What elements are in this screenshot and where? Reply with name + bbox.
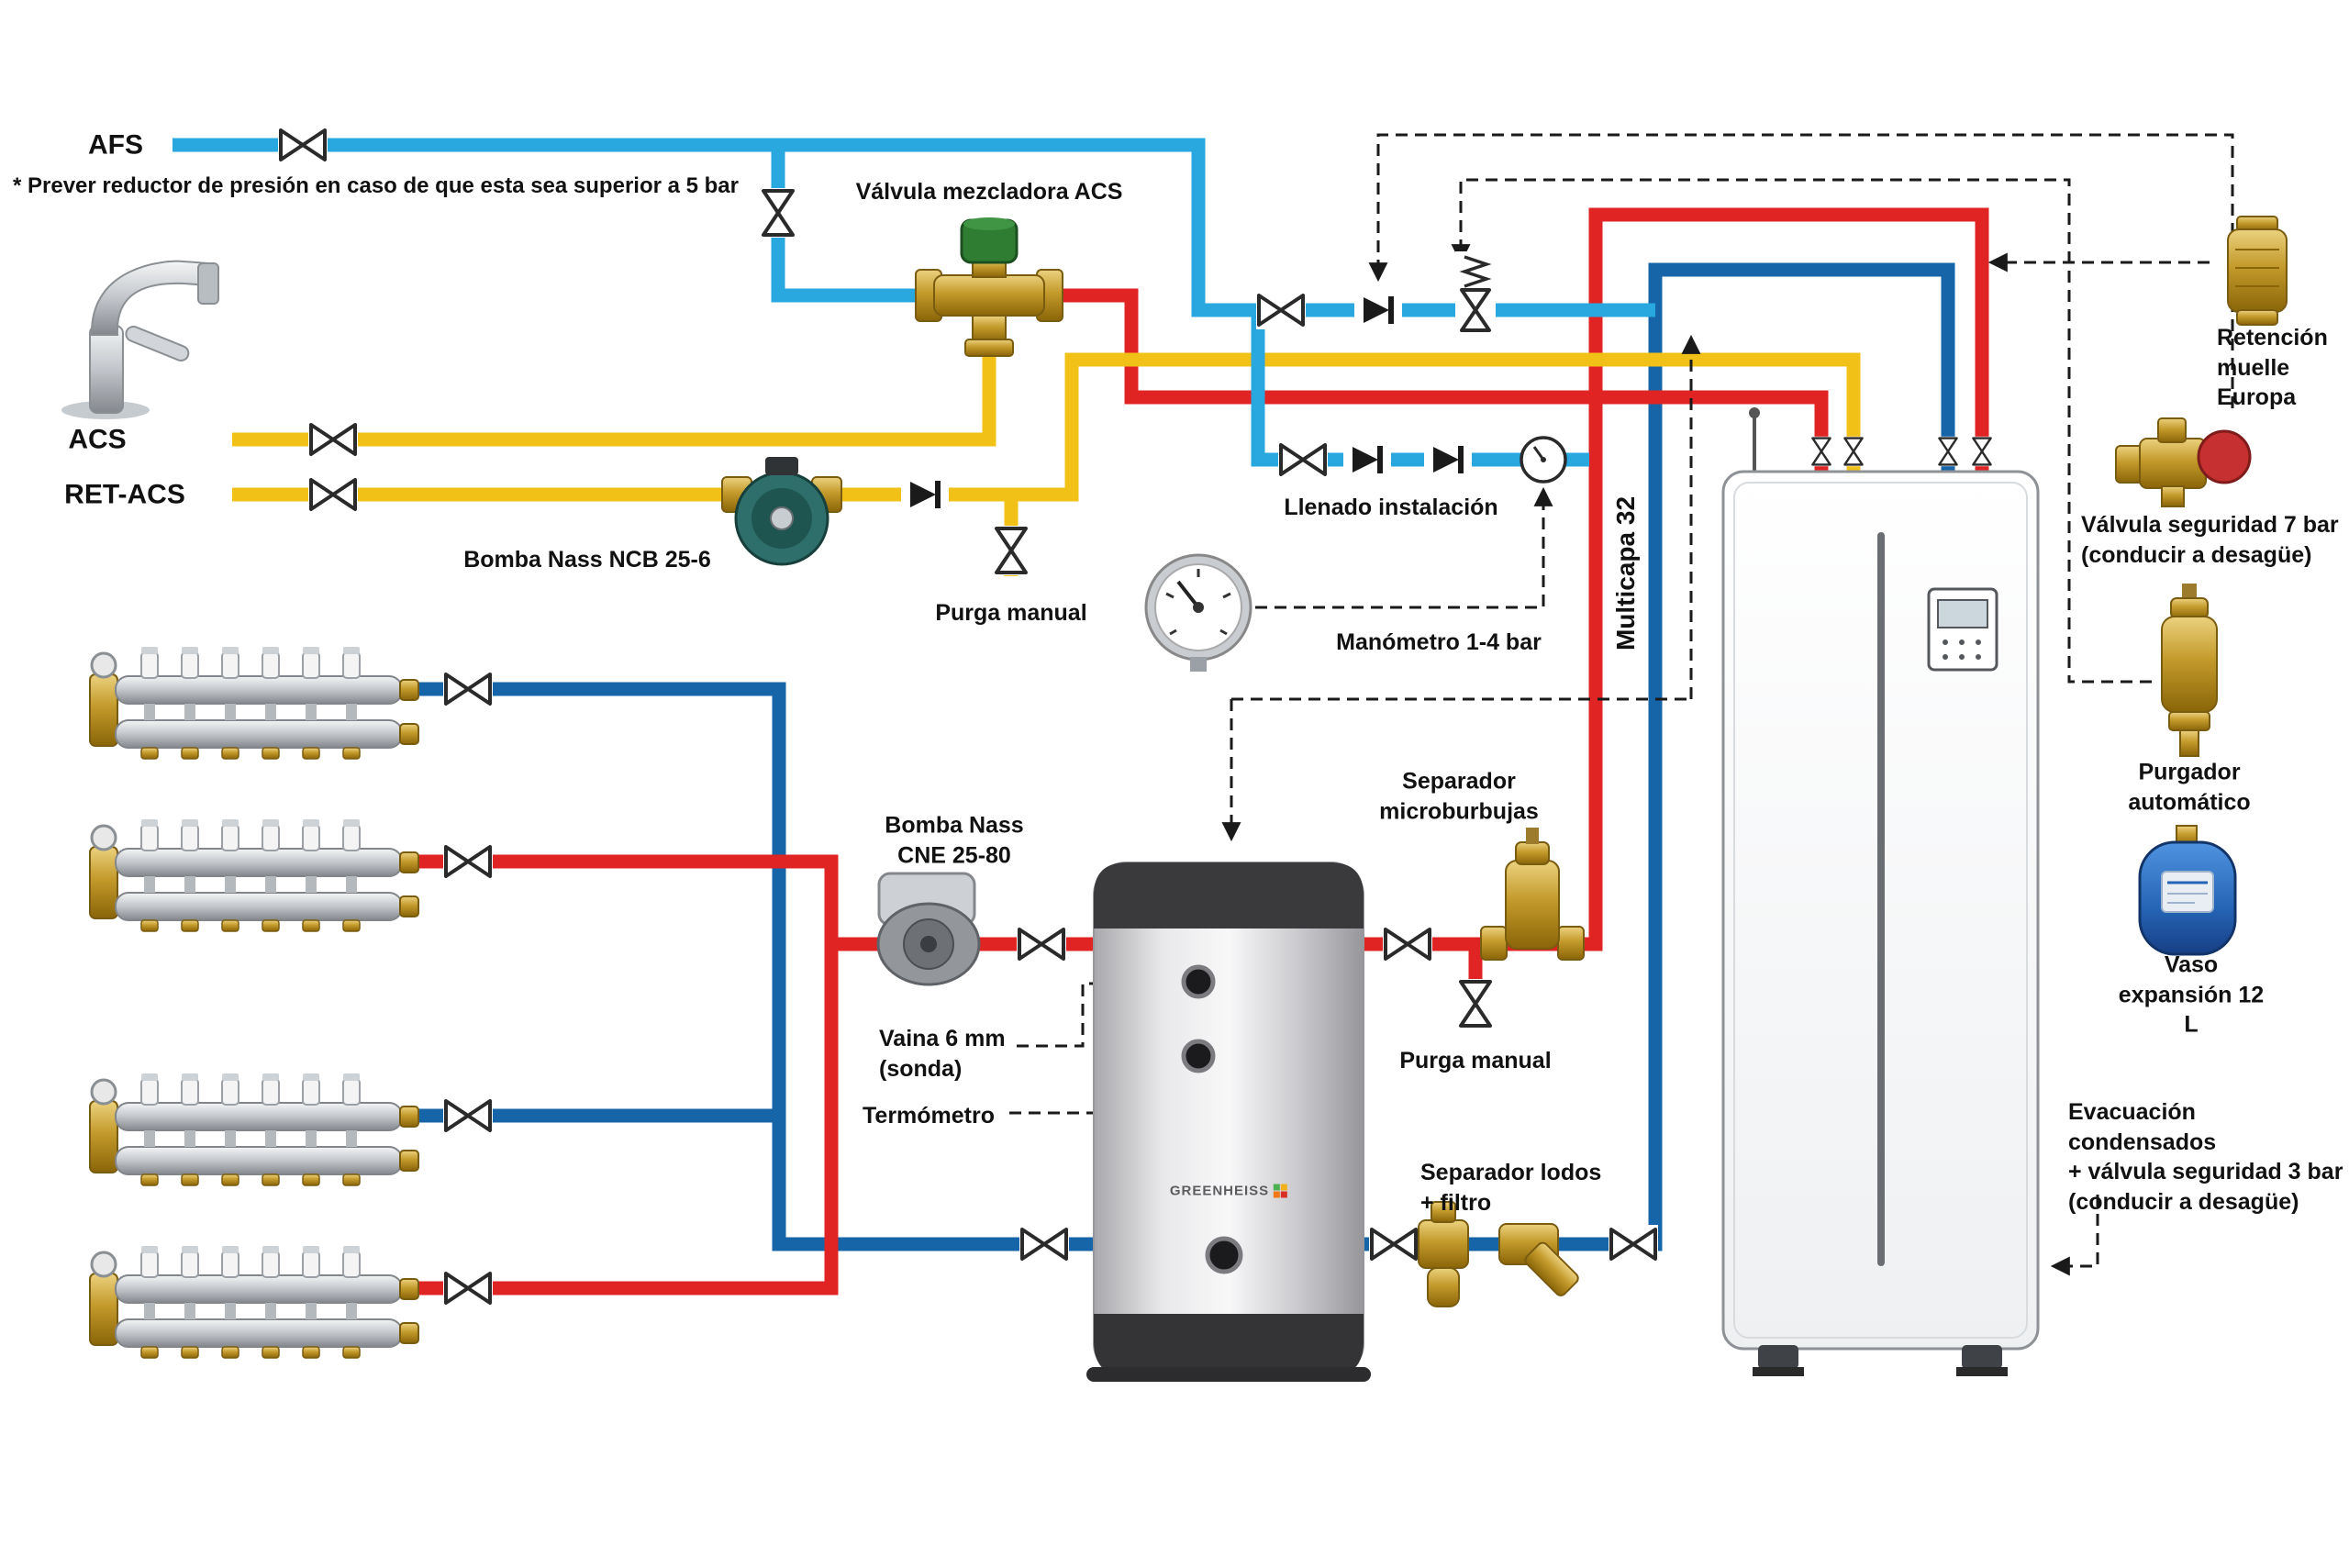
hp-front-groove xyxy=(1877,532,1885,1266)
valve-purge-top xyxy=(990,524,1032,577)
floor-manifold-2 xyxy=(88,817,420,933)
label-sludge-separator: Separador lodos + filtro xyxy=(1420,1160,1602,1216)
dash-gauge-to-symbol xyxy=(1255,486,1553,609)
valve-manifold2 xyxy=(441,840,495,883)
pipe-acs xyxy=(232,336,996,447)
valve-hp-port1 xyxy=(1809,435,1834,468)
label-microbubble-separator: Separador microburbujas xyxy=(1379,768,1539,825)
valve-afs xyxy=(276,124,329,166)
check-valve-filling-top xyxy=(1354,291,1402,329)
valve-ret-acs xyxy=(306,473,360,516)
sludge-separator-filter xyxy=(1418,1201,1579,1307)
label-condensate: Evacuación condensados + válvula segurid… xyxy=(2068,1099,2343,1215)
tank-sensor-port-upper xyxy=(1181,964,1216,999)
spring-check-valve-image xyxy=(2227,216,2288,326)
label-pump-ncb: Bomba Nass NCB 25-6 xyxy=(463,546,711,573)
label-filling: Llenado instalación xyxy=(1284,494,1498,520)
valve-tank-separator xyxy=(1381,923,1434,965)
dash-vaina-to-port xyxy=(1017,973,1174,1048)
valve-manifold3 xyxy=(441,1095,495,1137)
pipe-filling-lower xyxy=(1251,310,1589,467)
valve-tank-bottom-right xyxy=(1367,1223,1420,1265)
valve-symbols xyxy=(276,124,1995,1309)
valve-return-line xyxy=(1607,1223,1660,1265)
mixing-valve xyxy=(915,217,1063,357)
label-purge-mid: Purga manual xyxy=(1399,1047,1552,1073)
equipment xyxy=(61,216,2288,1382)
pipe-hot-mixing-to-heatpump xyxy=(1055,288,1829,477)
label-ret-acs: RET-ACS xyxy=(64,479,185,510)
label-afs: AFS xyxy=(88,129,143,161)
valve-pump-tank xyxy=(1015,923,1068,965)
valve-hp-port3 xyxy=(1935,435,1961,468)
buffer-tank xyxy=(1086,862,1371,1382)
label-purge-top: Purga manual xyxy=(935,599,1087,626)
label-spring-check: Retención muelle Europa xyxy=(2217,325,2328,410)
label-air-vent: Purgador automático xyxy=(2128,759,2251,816)
heat-pump-unit xyxy=(1721,407,2040,1376)
valve-filling-lower xyxy=(1276,439,1330,481)
tank-brand-text: GREENHEISS xyxy=(1169,1183,1270,1199)
pipe-afs-main xyxy=(173,138,1655,317)
label-thermometer: Termómetro xyxy=(863,1103,996,1129)
microbubble-separator xyxy=(1480,828,1585,961)
valve-filling-top xyxy=(1254,289,1308,331)
label-sensor-pocket: Vaina 6 mm (sonda) xyxy=(879,1026,1006,1082)
tank-sensor-port-lower xyxy=(1181,1039,1216,1073)
valve-purge-mid xyxy=(1454,977,1497,1030)
valve-manifold1 xyxy=(441,668,495,710)
hp-display-screen xyxy=(1937,599,1988,628)
tank-brand-logo: GREENHEISS xyxy=(1169,1183,1288,1199)
pump-ncb xyxy=(721,457,842,566)
pipe-afs-to-mixing xyxy=(771,145,922,303)
valve-acs xyxy=(306,418,360,461)
check-valve-ret-acs xyxy=(901,475,949,514)
valve-manifold4 xyxy=(441,1267,495,1309)
expansion-vessel xyxy=(2138,825,2237,956)
hp-foot-left xyxy=(1758,1345,1798,1369)
hp-control-panel xyxy=(1927,587,1998,672)
floor-manifold-3 xyxy=(88,1072,420,1187)
label-acs: ACS xyxy=(68,424,127,455)
label-pump-cne: Bomba Nass CNE 25-80 xyxy=(885,812,1024,869)
label-safety-7bar: Válvula seguridad 7 bar (conducir a desa… xyxy=(2081,512,2339,568)
label-mixing-valve: Válvula mezcladora ACS xyxy=(855,178,1123,205)
check-valve-filling-lower2 xyxy=(1424,440,1472,479)
hp-foot-right xyxy=(1962,1345,2002,1369)
gauge-symbol xyxy=(1520,436,1567,484)
tank-brand-mark-icon xyxy=(1274,1184,1288,1198)
auto-air-vent xyxy=(2161,584,2218,757)
tank-drain-port xyxy=(1205,1236,1243,1274)
pump-cne xyxy=(876,872,981,986)
valve-hp-port4 xyxy=(1969,435,1995,468)
safety-valve-7bar xyxy=(2115,417,2252,507)
check-valve-filling-lower1 xyxy=(1343,440,1391,479)
pressure-gauge-image xyxy=(1144,553,1252,672)
dash-condensate-drain xyxy=(2050,1195,2099,1276)
pipe-hot-manifolds-2-4 xyxy=(417,854,839,1296)
label-pressure-note: * Prever reductor de presión en caso de … xyxy=(13,173,739,198)
valve-tank-bottom-left xyxy=(1018,1223,1071,1265)
pipe-ret-acs xyxy=(232,352,1861,502)
label-multicapa: Multicapa 32 xyxy=(1610,495,1640,651)
valve-hp-port2 xyxy=(1841,435,1866,468)
label-expansion-vessel: Vaso expansión 12 L xyxy=(2118,951,2265,1038)
floor-manifold-4 xyxy=(88,1244,420,1360)
label-manometer: Manómetro 1-4 bar xyxy=(1336,628,1542,655)
pressure-reducer-symbol xyxy=(1455,251,1496,332)
dash-airvent-to-reducer xyxy=(1451,178,2152,684)
floor-manifold-1 xyxy=(88,645,420,761)
valve-afs-branch xyxy=(757,186,799,239)
faucet-image xyxy=(61,260,219,419)
